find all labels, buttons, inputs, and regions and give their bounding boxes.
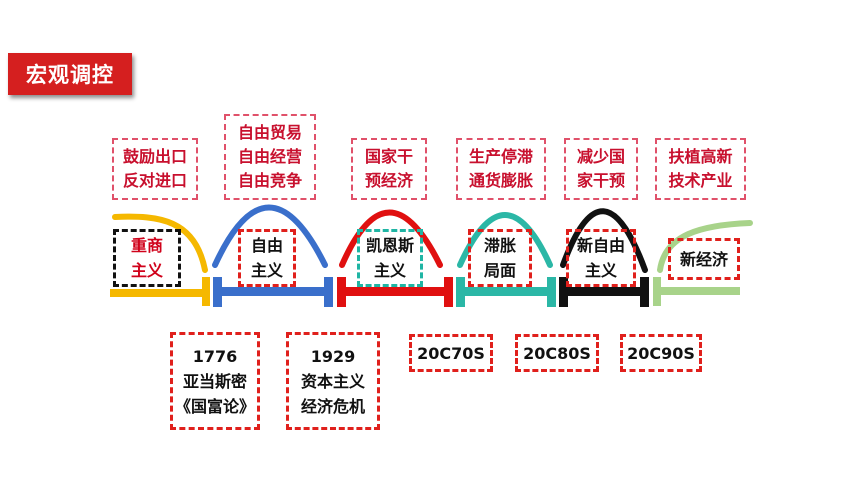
segment-keynesian <box>337 209 453 307</box>
marker-20c70s: 20C70S <box>409 334 493 372</box>
segment-mercantilism <box>110 213 210 306</box>
note-liberalism-policy: 自由贸易自由经营自由竞争 <box>224 114 316 200</box>
marker-20c80s: 20C80S <box>515 334 599 372</box>
era-liberalism: 自由主义 <box>238 229 296 287</box>
segment-liberalism <box>212 204 333 307</box>
era-new-economy: 新经济 <box>668 238 740 280</box>
note-mercantilism-policy: 鼓励出口反对进口 <box>112 138 198 200</box>
note-stagflation-symptoms: 生产停滞通货膨胀 <box>456 138 546 200</box>
note-keynesian-policy: 国家干预经济 <box>351 138 427 200</box>
note-neoliberal-policy: 减少国家干预 <box>564 138 638 200</box>
era-stagflation: 滞胀局面 <box>468 229 532 287</box>
era-neoliberalism: 新自由主义 <box>566 229 636 287</box>
note-new-economy-policy: 扶植高新技术产业 <box>655 138 746 200</box>
era-keynesian: 凯恩斯主义 <box>357 229 423 287</box>
marker-20c90s: 20C90S <box>620 334 702 372</box>
era-mercantilism: 重商主义 <box>113 229 181 287</box>
segment-new-economy <box>653 220 753 306</box>
title-badge: 宏观调控 <box>8 53 132 95</box>
